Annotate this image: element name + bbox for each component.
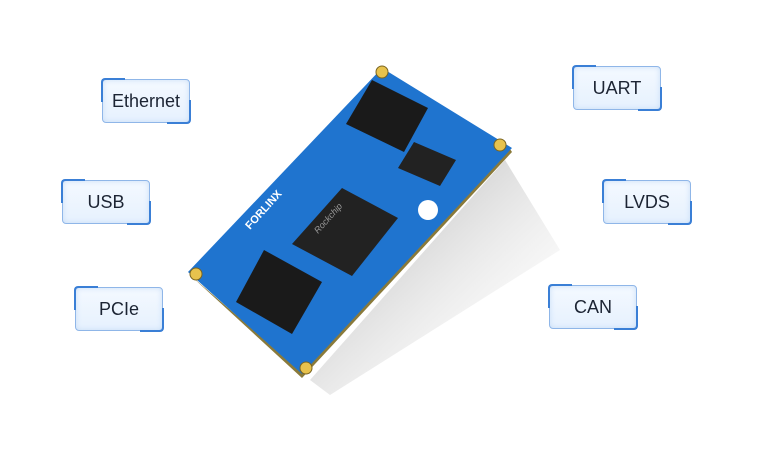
can-label: CAN	[548, 284, 638, 330]
uart-label: UART	[572, 65, 662, 111]
lvds-label: LVDS	[602, 179, 692, 225]
emmc-chip	[236, 250, 322, 334]
ram-chip-top	[346, 80, 428, 152]
ethernet-label: Ethernet	[101, 78, 191, 124]
arrow-icon	[418, 200, 438, 220]
processor-chip	[292, 188, 398, 276]
pcie-label: PCIe	[74, 286, 164, 332]
phy-chip	[398, 142, 456, 186]
usb-label: USB	[61, 179, 151, 225]
board-shadow	[310, 160, 560, 395]
mounting-holes	[189, 65, 507, 375]
